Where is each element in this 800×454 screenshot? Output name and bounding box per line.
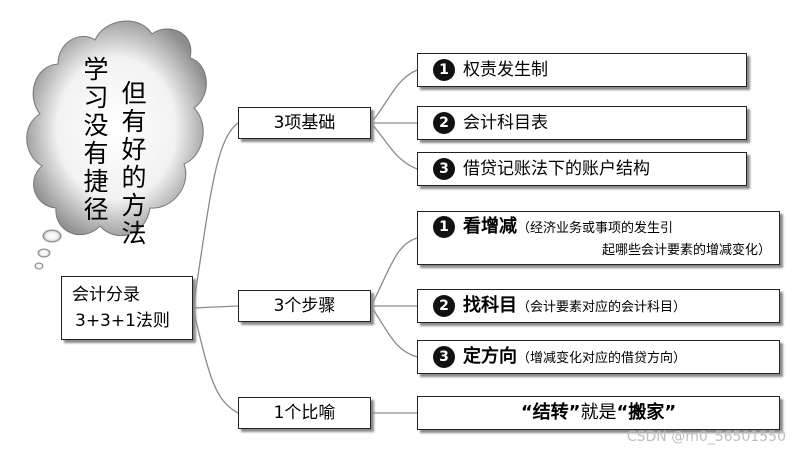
branch-steps-node: 3个步骤 — [238, 290, 371, 322]
basics-item-3-text: 借贷记账法下的账户结构 — [463, 159, 650, 179]
number-badge-icon: 2 — [433, 295, 455, 317]
steps-item-1-note-line1: （经济业务或事项的发生引 — [517, 221, 674, 236]
steps-item-1: 1 看增减（经济业务或事项的发生引 起哪些会计要素的增减变化） — [417, 211, 780, 265]
number-badge-icon: 3 — [433, 346, 455, 368]
basics-item-3: 3 借贷记账法下的账户结构 — [417, 152, 747, 186]
number-badge-icon: 3 — [433, 158, 455, 180]
metaphor-term-1: “结转” — [520, 402, 581, 423]
steps-item-1-title: 看增减 — [463, 216, 517, 237]
connector-steps-3 — [370, 305, 418, 358]
steps-item-3-note: （增减变化对应的借贷方向） — [517, 351, 687, 366]
metaphor-connector-text: 就是 — [580, 402, 617, 423]
steps-item-2-title: 找科目 — [463, 295, 517, 316]
basics-item-2: 2 会计科目表 — [417, 106, 747, 140]
root-subtitle: 3+3+1法则 — [75, 311, 170, 331]
connectors — [192, 69, 418, 414]
watermark: CSDN @m0_56501550 — [626, 429, 786, 445]
connector-root-steps — [192, 305, 239, 309]
connector-steps-1 — [370, 237, 418, 307]
steps-item-3-title: 定方向 — [463, 346, 517, 367]
connector-basics-3 — [370, 122, 418, 170]
steps-item-1-note-line2: 起哪些会计要素的增减变化） — [601, 243, 771, 258]
metaphor-term-2: “搬家” — [616, 402, 677, 423]
cloud-text-column-2: 但有好的方法 — [121, 79, 147, 248]
basics-item-1-text: 权责发生制 — [463, 60, 548, 80]
number-badge-icon: 1 — [433, 216, 455, 238]
connector-root-basics — [192, 122, 239, 309]
basics-item-1: 1 权责发生制 — [417, 53, 747, 87]
number-badge-icon: 1 — [433, 59, 455, 81]
steps-item-3: 3 定方向（增减变化对应的借贷方向） — [417, 340, 780, 374]
number-badge-icon: 2 — [433, 112, 455, 134]
thought-cloud — [26, 20, 207, 270]
branch-metaphor-node: 1个比喻 — [238, 397, 371, 429]
root-title: 会计分录 — [72, 285, 140, 305]
connector-basics-1 — [370, 69, 418, 124]
branch-basics-node: 3项基础 — [238, 107, 371, 139]
cloud-text-column-1: 学习没有捷径 — [83, 55, 109, 224]
connector-root-metaphor — [192, 307, 239, 414]
steps-item-2: 2 找科目（会计要素对应的会计科目） — [417, 289, 780, 323]
basics-item-2-text: 会计科目表 — [463, 113, 548, 133]
steps-item-2-note: （会计要素对应的会计科目） — [517, 300, 687, 315]
metaphor-item: “结转”就是“搬家” — [417, 396, 780, 430]
root-node: 会计分录 3+3+1法则 — [61, 276, 193, 340]
